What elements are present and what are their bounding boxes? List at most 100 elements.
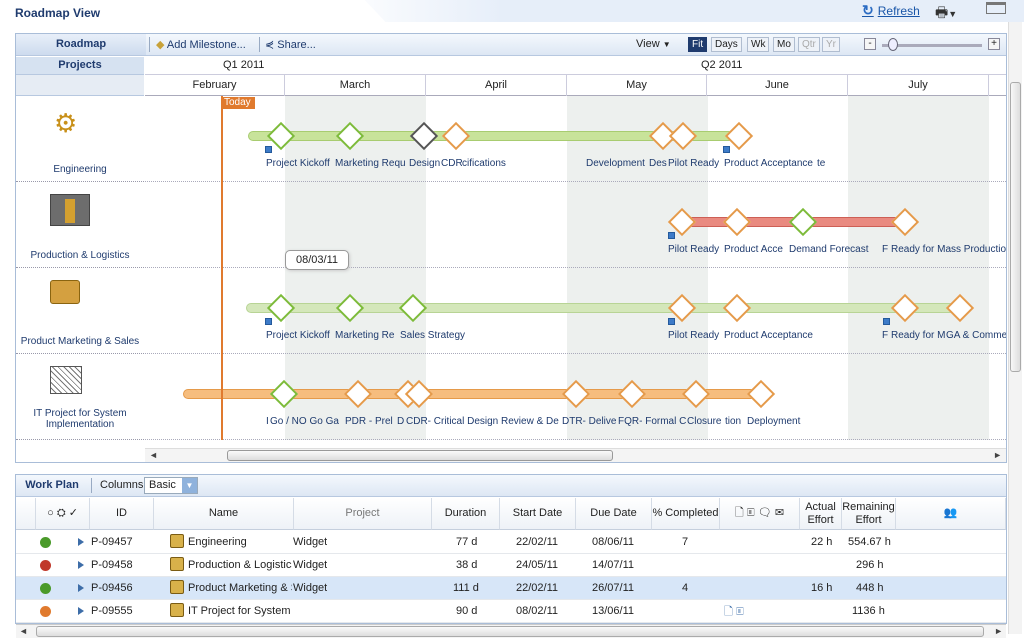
chevron-down-icon[interactable]: ▼: [182, 478, 197, 493]
print-button[interactable]: 🖶▼: [935, 2, 957, 26]
zoom-quarter-button[interactable]: Qtr: [798, 37, 820, 52]
milestone-label: GA & Comme: [946, 330, 1006, 341]
expand-arrow-icon[interactable]: [78, 607, 84, 615]
milestone-label: Pilot Ready: [668, 330, 720, 341]
document-icon[interactable]: 🗋 🗉: [724, 606, 744, 618]
row-actual-effort: 22 h: [811, 536, 833, 548]
row-remaining-effort: 448 h: [856, 582, 884, 594]
view-menu[interactable]: View ▼: [636, 38, 671, 50]
refresh-label: Refresh: [877, 4, 920, 18]
column-header-select[interactable]: [16, 498, 36, 530]
table-row[interactable]: P-09555 IT Project for System Implementa…: [16, 600, 1006, 623]
milestone-label: Product Acce: [724, 244, 783, 255]
column-header-actual-effort[interactable]: Actual Effort: [800, 498, 842, 530]
zoom-month-button[interactable]: Mo: [773, 37, 795, 52]
column-header-start-date[interactable]: Start Date: [500, 498, 576, 530]
project-label: Product Marketing & Sales: [20, 336, 140, 347]
row-name[interactable]: Product Marketing & Sales: [188, 582, 292, 594]
milestone-label: Development: [586, 158, 645, 169]
row-separator: [145, 439, 1006, 440]
milestone-label: D: [397, 416, 405, 427]
milestone-label: Pilot Ready: [668, 244, 720, 255]
today-label: Today: [222, 97, 255, 109]
row-id: P-09457: [91, 536, 133, 548]
mail-icon: ✉: [774, 507, 785, 519]
scrollbar-thumb[interactable]: [36, 626, 984, 637]
row-name[interactable]: Engineering: [188, 536, 247, 548]
project-label: IT Project for System Implementation: [33, 408, 127, 430]
scrollbar-thumb[interactable]: [227, 450, 613, 461]
row-project: Widget: [293, 582, 328, 594]
milestone-label: te: [817, 158, 826, 169]
scroll-right-icon[interactable]: ►: [993, 450, 1002, 460]
link-icon: [883, 318, 890, 325]
column-header-remaining-effort[interactable]: Remaining Effort: [842, 498, 896, 530]
milestone-label: I: [266, 416, 269, 427]
tab-roadmap[interactable]: Roadmap: [16, 34, 146, 55]
table-row[interactable]: P-09458 Production & Logistics Widget 38…: [16, 554, 1006, 577]
project-row-header[interactable]: IT Project for System Implementation: [16, 354, 144, 440]
column-header-id[interactable]: ID: [90, 498, 154, 530]
column-header-due-date[interactable]: Due Date: [576, 498, 652, 530]
link-icon: [723, 146, 730, 153]
work-plan-toolbar: Work Plan Columns Basic▼: [16, 475, 1006, 497]
column-header-resources[interactable]: 👥: [896, 498, 1006, 530]
month-stripe: [567, 96, 708, 440]
vertical-scrollbar[interactable]: [1008, 22, 1022, 634]
row-name[interactable]: IT Project for System Implementation: [188, 605, 292, 617]
scroll-right-icon[interactable]: ►: [994, 626, 1003, 636]
zoom-week-button[interactable]: Wk: [747, 37, 770, 52]
row-remaining-effort: 554.67 h: [848, 536, 891, 548]
work-plan-horizontal-scrollbar[interactable]: ◄ ►: [16, 624, 1006, 638]
zoom-out-button[interactable]: -: [864, 38, 876, 50]
zoom-in-button[interactable]: +: [988, 38, 1000, 50]
scrollbar-thumb[interactable]: [1010, 82, 1021, 372]
zoom-slider-handle[interactable]: [888, 38, 898, 51]
column-header-percent-completed[interactable]: % Completed: [652, 498, 720, 530]
scroll-left-icon[interactable]: ◄: [149, 450, 158, 460]
zoom-fit-button[interactable]: Fit: [688, 37, 708, 52]
zoom-days-button[interactable]: Days: [711, 37, 742, 52]
milestone-label: Product Acceptance: [724, 330, 813, 341]
column-header-status-icons[interactable]: ○ ⛭ ✓: [36, 498, 90, 530]
month-header: February March April May June July: [145, 75, 1006, 96]
tab-work-plan[interactable]: Work Plan: [25, 479, 79, 491]
milestone-label: Product Acceptance: [724, 158, 813, 169]
link-icon: [668, 318, 675, 325]
columns-select[interactable]: Basic▼: [144, 477, 198, 494]
table-row[interactable]: P-09457 Engineering Widget 77 d 22/02/11…: [16, 531, 1006, 554]
project-icon: [170, 557, 184, 571]
timeline-horizontal-scrollbar[interactable]: ◄ ►: [145, 448, 1006, 462]
work-plan-panel: [15, 474, 1007, 624]
row-duration: 77 d: [456, 536, 478, 548]
row-duration: 38 d: [456, 559, 478, 571]
month-label: June: [707, 75, 848, 96]
table-row[interactable]: P-09456 Product Marketing & Sales Widget…: [16, 577, 1006, 600]
row-name[interactable]: Production & Logistics: [188, 559, 292, 571]
add-milestone-button[interactable]: ◆ Add Milestone...: [156, 38, 246, 51]
check-icon: ✓: [68, 507, 78, 519]
chevron-down-icon: ▼: [948, 9, 958, 19]
milestone-label: Ready for Mass Productio: [891, 244, 1006, 255]
month-label: February: [145, 75, 285, 96]
column-header-indicator-icons[interactable]: 🗋 🗉 🗨 ✉: [720, 498, 800, 530]
project-row-header[interactable]: Production & Logistics: [16, 182, 144, 268]
window-layout-button[interactable]: [986, 2, 1006, 14]
project-row-header[interactable]: Product Marketing & Sales: [16, 268, 144, 354]
column-header-name[interactable]: Name: [154, 498, 294, 530]
milestone-label: CDR- Critical Design Review & De: [406, 416, 559, 427]
expand-arrow-icon[interactable]: [78, 561, 84, 569]
share-button[interactable]: ⋞ Share...: [265, 38, 316, 51]
zoom-year-button[interactable]: Yr: [822, 37, 840, 52]
column-header-duration[interactable]: Duration: [432, 498, 500, 530]
project-row-header[interactable]: ⚙ Engineering: [16, 96, 144, 182]
scroll-left-icon[interactable]: ◄: [19, 626, 28, 636]
milestone-label: F: [882, 330, 889, 341]
column-header-project[interactable]: Project: [294, 498, 432, 530]
zoom-slider[interactable]: [882, 44, 982, 47]
refresh-button[interactable]: ↻Refresh: [862, 2, 920, 19]
quarter-header: Q1 2011 Q2 2011: [145, 57, 1006, 75]
expand-arrow-icon[interactable]: [78, 538, 84, 546]
printer-icon: 🖶: [935, 4, 949, 20]
expand-arrow-icon[interactable]: [78, 584, 84, 592]
